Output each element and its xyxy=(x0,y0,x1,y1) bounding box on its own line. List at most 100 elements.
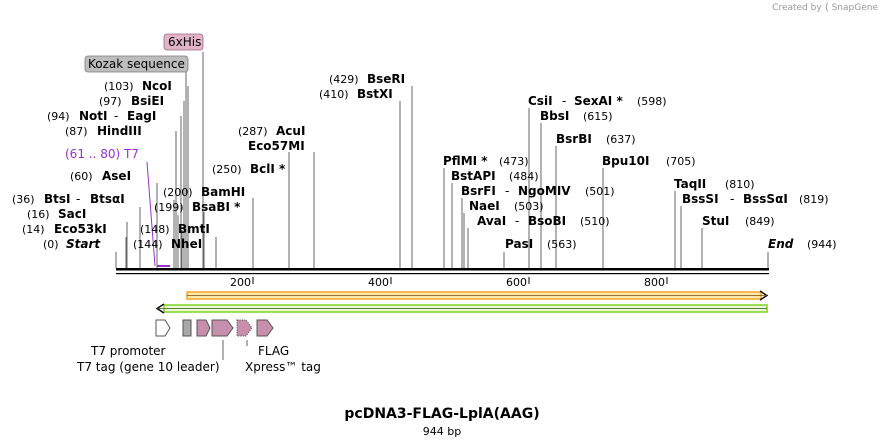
site-position: (429) xyxy=(329,73,359,86)
tick-label: 200 xyxy=(230,276,251,289)
site-labels: (0) Start (14) Eco53kI (16) SacI (36) Bt… xyxy=(12,72,405,251)
site-name: SacI xyxy=(58,207,86,221)
site-name: BsaBI * xyxy=(192,200,241,214)
site-position: (473) xyxy=(499,155,529,168)
site-position: (250) xyxy=(212,163,242,176)
tick-label: 600 xyxy=(506,276,527,289)
site-position: (410) xyxy=(319,88,349,101)
feature-label: T7 tag (gene 10 leader) xyxy=(76,360,220,374)
site-leader-lines xyxy=(115,52,769,268)
bottom-feature-labels: T7 promoter T7 tag (gene 10 leader) FLAG… xyxy=(76,344,321,374)
site-name: CsiI xyxy=(528,94,553,108)
tick-label: 400 xyxy=(368,276,389,289)
orf-reverse-arrow xyxy=(155,303,768,314)
site-name: TaqII xyxy=(674,177,706,191)
site-name: BbsI xyxy=(540,109,569,123)
site-name: PflMI * xyxy=(443,154,488,168)
site-position: (87) xyxy=(65,125,88,138)
tick-label: 800 xyxy=(644,276,665,289)
top-feature-labels: 6xHis Kozak sequence (61 .. 80) T7 xyxy=(65,33,204,161)
site-name: BtsαI xyxy=(90,192,125,206)
site-position: (200) xyxy=(163,186,193,199)
site-name: BmtI xyxy=(178,222,210,236)
svg-text:-: - xyxy=(515,214,519,228)
site-position: (287) xyxy=(238,125,268,138)
snapgene-logo-icon: ⟨ xyxy=(824,2,829,13)
site-position: (563) xyxy=(547,238,577,251)
site-name: PasI xyxy=(505,237,533,251)
site-position: (810) xyxy=(725,178,755,191)
feature-label: 6xHis xyxy=(168,35,201,49)
site-name: AseI xyxy=(102,169,131,183)
feature-label: Xpress™ tag xyxy=(245,360,321,374)
site-position: (819) xyxy=(799,193,829,206)
his-tag-feature xyxy=(211,319,234,337)
ruler: 200 400 600 800 xyxy=(230,276,668,289)
svg-text:-: - xyxy=(505,184,509,198)
site-name: Bpu10I xyxy=(602,154,649,168)
site-name: BamHI xyxy=(201,185,245,199)
feature-label: (61 .. 80) T7 xyxy=(65,147,139,161)
site-position: (944) xyxy=(807,238,837,251)
site-position: (484) xyxy=(509,170,539,183)
site-position: (615) xyxy=(583,110,613,123)
site-position: (0) xyxy=(43,238,59,251)
site-position: (503) xyxy=(514,200,544,213)
svg-text:-: - xyxy=(562,94,566,108)
site-name: BseRI xyxy=(367,72,405,86)
site-position: (199) xyxy=(154,201,184,214)
feature-label: FLAG xyxy=(258,344,289,358)
svg-text:-: - xyxy=(730,192,734,206)
t7-tag-feature xyxy=(196,319,211,337)
site-name: NcoI xyxy=(142,79,172,93)
site-position: (510) xyxy=(580,215,610,228)
site-name: BsiEI xyxy=(131,94,164,108)
site-name: EagI xyxy=(127,109,156,123)
credit-prefix: Created by xyxy=(772,2,822,13)
kozak-feature xyxy=(182,319,192,337)
site-name: Start xyxy=(66,237,101,251)
orf-forward-arrow xyxy=(186,290,769,301)
site-name: NgoMIV xyxy=(518,184,571,198)
site-position: (598) xyxy=(637,95,667,108)
site-name: NheI xyxy=(171,237,202,251)
site-position: (60) xyxy=(70,170,93,183)
svg-text:-: - xyxy=(76,192,80,206)
site-name: BsrFI xyxy=(461,184,496,198)
plasmid-length: 944 bp xyxy=(422,425,462,438)
feature-row xyxy=(155,319,274,360)
t7-promoter-feature xyxy=(155,319,171,337)
credit-brand: SnapGene xyxy=(831,2,878,13)
site-name: NotI xyxy=(79,109,108,123)
site-position: (148) xyxy=(140,223,170,236)
site-name: BsoBI xyxy=(528,214,566,228)
site-name: SexAI * xyxy=(574,94,623,108)
site-name: NaeI xyxy=(469,199,500,213)
feature-label: T7 promoter xyxy=(90,344,166,358)
sequence-backbone xyxy=(116,268,769,275)
site-position: (16) xyxy=(27,208,50,221)
site-name: HindIII xyxy=(97,124,142,138)
site-name: BstXI xyxy=(357,87,393,101)
site-position: (14) xyxy=(22,223,45,236)
site-name: End xyxy=(768,237,794,251)
svg-text:-: - xyxy=(114,109,118,123)
site-position: (637) xyxy=(606,133,636,146)
site-name: StuI xyxy=(702,214,729,228)
plasmid-title: pcDNA3-FLAG-LplA(AAG) xyxy=(344,406,540,422)
site-position: (103) xyxy=(104,80,134,93)
site-name: Eco57MI xyxy=(248,139,305,153)
flag-feature xyxy=(256,319,274,337)
site-name: BsrBI xyxy=(556,132,592,146)
site-position: (705) xyxy=(666,155,696,168)
site-name: BstAPI xyxy=(451,169,496,183)
site-position: (849) xyxy=(745,215,775,228)
site-name: AvaI xyxy=(477,214,506,228)
site-position: (501) xyxy=(585,185,615,198)
site-position: (97) xyxy=(99,95,122,108)
site-name: Eco53kI xyxy=(54,222,107,236)
snapgene-credit: Created by ⟨ SnapGene xyxy=(772,2,878,13)
site-name: BssSI xyxy=(682,192,719,206)
t7-feature-mark xyxy=(146,161,170,267)
